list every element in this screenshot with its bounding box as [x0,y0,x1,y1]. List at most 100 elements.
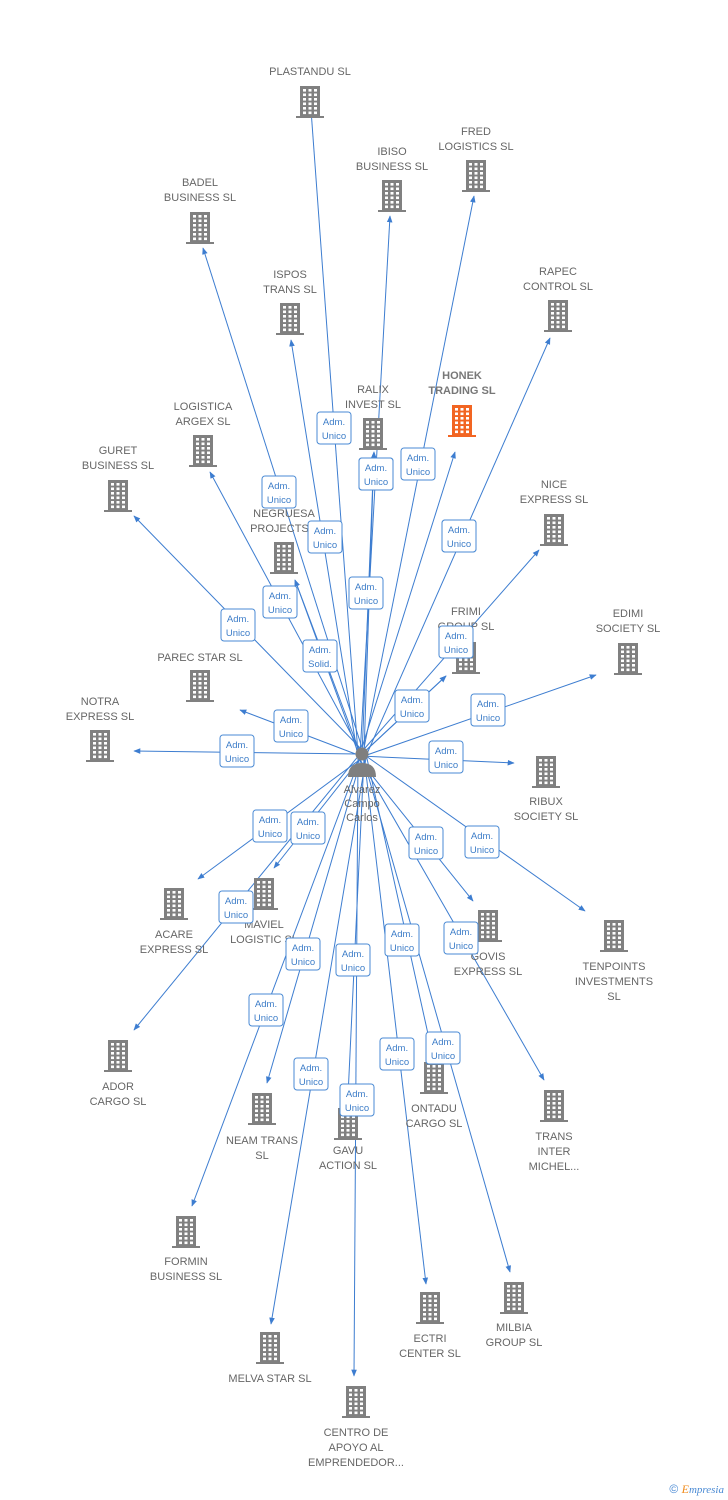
company-label[interactable]: APOYO AL [328,1442,383,1454]
building-icon[interactable] [276,303,304,335]
role-badge[interactable]: Adm.Solid. [302,639,338,673]
company-label[interactable]: PAREC STAR SL [157,652,242,664]
role-badge[interactable]: Adm.Unico [252,809,288,843]
company-label[interactable]: SOCIETY SL [596,623,661,635]
company-label[interactable]: MAVIEL [244,919,284,931]
company-label[interactable]: NOTRA [81,696,120,708]
company-node-melva[interactable]: MELVA STAR SL [228,1332,312,1385]
company-label[interactable]: LOGISTICA [174,401,233,413]
building-icon[interactable] [614,643,642,675]
role-badge[interactable]: Adm.Unico [438,625,474,659]
building-icon[interactable] [104,480,132,512]
company-label[interactable]: HONEK [442,370,482,382]
company-node-honek[interactable]: HONEK TRADING SL [428,370,496,437]
company-label[interactable]: SL [607,991,620,1003]
company-label[interactable]: BUSINESS SL [356,161,428,173]
company-label[interactable]: ADOR [102,1081,134,1093]
company-label[interactable]: BUSINESS SL [164,192,236,204]
company-node-centro[interactable]: CENTRO DE APOYO AL EMPRENDEDOR... [308,1386,404,1469]
company-label[interactable]: TRADING SL [428,385,496,397]
company-node-guret[interactable]: GURET BUSINESS SL [82,445,154,512]
role-badge[interactable]: Adm.Unico [470,693,506,727]
company-node-badel[interactable]: BADEL BUSINESS SL [164,177,236,244]
building-icon[interactable] [462,160,490,192]
company-node-ralix[interactable]: RALIX INVEST SL [345,384,401,450]
company-label[interactable]: ACARE [155,929,193,941]
building-icon[interactable] [500,1282,528,1314]
role-badge[interactable]: Adm.Unico [307,520,343,554]
building-icon[interactable] [378,180,406,212]
company-label[interactable]: BUSINESS SL [150,1271,222,1283]
company-node-parec[interactable]: PAREC STAR SL [157,652,243,702]
role-badge[interactable]: Adm.Unico [248,993,284,1027]
company-label[interactable]: LOGISTIC SL [230,934,298,946]
company-label[interactable]: GURET [99,445,138,457]
role-badge[interactable]: Adm.Unico [219,734,255,768]
building-icon[interactable] [172,1216,200,1248]
company-label[interactable]: BUSINESS SL [82,460,154,472]
company-node-ador[interactable]: ADOR CARGO SL [90,1040,147,1108]
company-label[interactable]: MELVA STAR SL [228,1373,311,1385]
role-badge[interactable]: Adm.Unico [316,411,352,445]
building-icon[interactable] [256,1332,284,1364]
company-label[interactable]: PROJECTS... [250,523,318,535]
company-label[interactable]: EXPRESS SL [520,494,588,506]
building-icon[interactable] [189,435,217,467]
building-icon[interactable] [420,1062,448,1094]
building-icon[interactable] [296,86,324,118]
company-node-negruesa[interactable]: NEGRUESAPROJECTS... [250,508,318,574]
company-label[interactable]: RALIX [357,384,389,396]
company-node-formin[interactable]: FORMIN BUSINESS SL [150,1216,222,1283]
building-icon[interactable] [600,920,628,952]
company-label[interactable]: CARGO SL [90,1096,147,1108]
company-label[interactable]: GROUP SL [486,1337,543,1349]
company-node-trans_inter[interactable]: TRANSINTERMICHEL... [529,1090,580,1173]
role-badge[interactable]: Adm.Unico [293,1057,329,1091]
building-icon[interactable] [250,878,278,910]
building-icon[interactable] [416,1292,444,1324]
role-badge[interactable]: Adm.Unico [408,826,444,860]
building-icon[interactable] [186,212,214,244]
role-badge[interactable]: Adm.Unico [285,937,321,971]
building-icon-highlight[interactable] [448,405,476,437]
company-label[interactable]: TRANS [535,1131,572,1143]
company-label[interactable]: SL [255,1150,268,1162]
role-badge[interactable]: Adm.Unico [339,1083,375,1117]
building-icon[interactable] [104,1040,132,1072]
building-icon[interactable] [532,756,560,788]
building-icon[interactable] [160,888,188,920]
role-badge[interactable]: Adm.Unico [335,943,371,977]
role-badge[interactable]: Adm.Unico [220,608,256,642]
role-badge[interactable]: Adm.Unico [394,689,430,723]
company-label[interactable]: TENPOINTS [583,961,646,973]
company-label[interactable]: ECTRI [414,1333,447,1345]
company-label[interactable]: BADEL [182,177,218,189]
building-icon[interactable] [270,542,298,574]
company-label[interactable]: RIBUX [529,796,563,808]
company-label[interactable]: EXPRESS SL [66,711,134,723]
company-label[interactable]: NICE [541,479,567,491]
company-label[interactable]: CENTRO DE [324,1427,389,1439]
role-badge[interactable]: Adm.Unico [384,923,420,957]
company-label[interactable]: FRIMI [451,606,481,618]
company-label[interactable]: FORMIN [164,1256,207,1268]
role-badge[interactable]: Adm.Unico [464,825,500,859]
role-badge[interactable]: Adm.Unico [262,585,298,619]
company-label[interactable]: LOGISTICS SL [438,141,513,153]
company-label[interactable]: INVEST SL [345,399,401,411]
company-label[interactable]: CENTER SL [399,1348,461,1360]
company-label[interactable]: CARGO SL [406,1118,463,1130]
building-icon[interactable] [359,418,387,450]
company-label[interactable]: EMPRENDEDOR... [308,1457,404,1469]
company-label[interactable]: RAPEC [539,266,577,278]
